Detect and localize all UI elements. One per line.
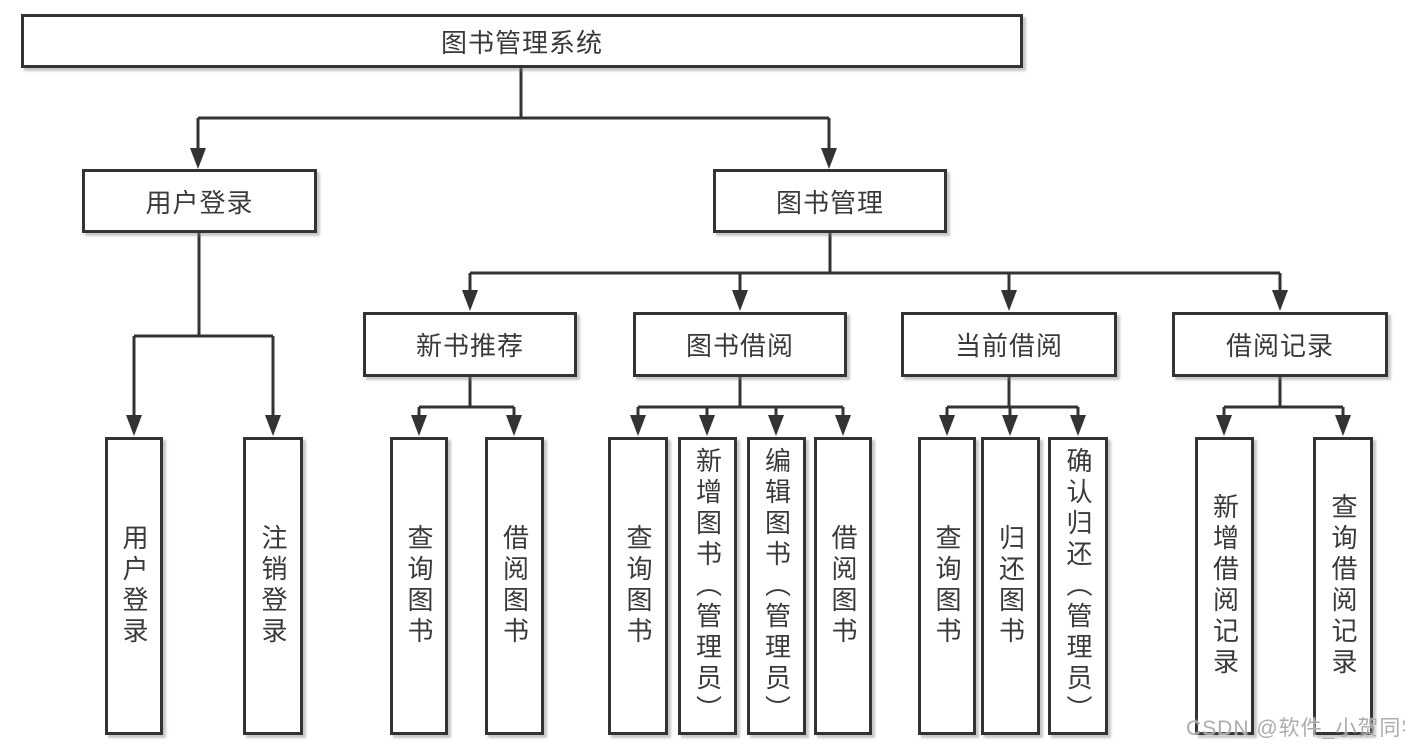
node-user-login: 用户登录: [82, 169, 317, 233]
leaf-query-books-newbooks: 查询图书: [390, 437, 448, 735]
leaf-confirm-return-admin-label: 确认归还（管理员）: [1063, 446, 1093, 726]
csdn-watermark: CSDN @软件_小贺同学: [1186, 717, 1405, 740]
node-current-borrow-label: 当前借阅: [954, 331, 1063, 361]
leaf-query-borrow-record-label: 查询借阅记录: [1328, 493, 1358, 679]
leaf-add-books-admin-label: 新增图书（管理员）: [692, 446, 723, 726]
leaf-logout-login: 注销登录: [243, 437, 303, 735]
node-book-borrow: 图书借阅: [633, 312, 847, 377]
leaf-confirm-return-admin: 确认归还（管理员）: [1048, 437, 1108, 735]
leaf-edit-books-admin-label: 编辑图书（管理员）: [761, 446, 792, 726]
leaf-borrow-books: 借阅图书: [814, 437, 872, 735]
leaf-edit-books-admin: 编辑图书（管理员）: [747, 437, 806, 735]
leaf-borrow-books-label: 借阅图书: [828, 524, 858, 648]
node-borrow-records: 借阅记录: [1172, 312, 1388, 377]
node-book-management-label: 图书管理: [775, 187, 884, 218]
node-user-login-label: 用户登录: [145, 187, 254, 218]
leaf-borrow-books-newbooks-label: 借阅图书: [499, 524, 530, 648]
leaf-user-login-label: 用户登录: [119, 524, 149, 648]
leaf-user-login: 用户登录: [105, 437, 163, 735]
leaf-logout-login-label: 注销登录: [258, 524, 288, 648]
node-book-management: 图书管理: [713, 169, 947, 233]
leaf-query-books-borrow-label: 查询图书: [623, 524, 653, 648]
leaf-return-books: 归还图书: [981, 437, 1040, 735]
leaf-query-borrow-record: 查询借阅记录: [1313, 437, 1373, 735]
leaf-query-books-current: 查询图书: [918, 437, 976, 735]
node-new-book-recommend-label: 新书推荐: [415, 331, 524, 361]
node-current-borrow: 当前借阅: [901, 312, 1117, 377]
leaf-borrow-books-newbooks: 借阅图书: [485, 437, 544, 735]
leaf-query-books-current-label: 查询图书: [932, 524, 962, 648]
node-borrow-records-label: 借阅记录: [1225, 331, 1334, 361]
node-root-label: 图书管理系统: [440, 27, 603, 58]
leaf-add-borrow-record: 新增借阅记录: [1195, 437, 1254, 735]
leaf-add-books-admin: 新增图书（管理员）: [678, 437, 737, 735]
leaf-query-books-borrow: 查询图书: [608, 437, 668, 735]
node-root: 图书管理系统: [21, 14, 1023, 68]
leaf-query-books-newbooks-label: 查询图书: [404, 524, 434, 648]
leaf-add-borrow-record-label: 新增借阅记录: [1209, 493, 1240, 679]
node-book-borrow-label: 图书借阅: [685, 331, 794, 361]
arrowheads: [126, 148, 1351, 436]
node-new-book-recommend: 新书推荐: [363, 312, 577, 377]
leaf-return-books-label: 归还图书: [995, 524, 1026, 648]
